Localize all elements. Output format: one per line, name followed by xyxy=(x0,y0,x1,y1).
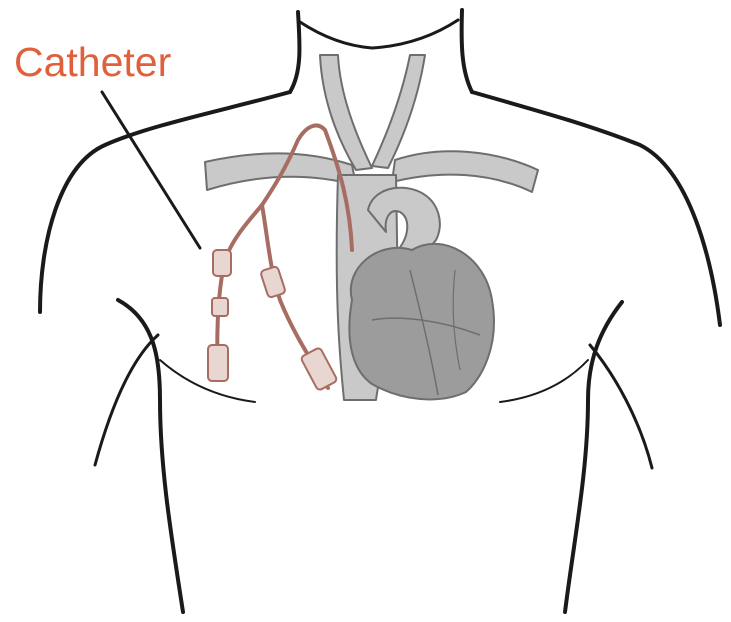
shoulder-left xyxy=(40,92,290,312)
left-jugular-vein xyxy=(320,55,372,170)
neck-left-edge xyxy=(290,12,300,92)
catheter-hub-left-end xyxy=(208,345,228,381)
label-leader-line xyxy=(102,92,200,248)
left-arm-line xyxy=(95,335,158,465)
right-subclavian-vein xyxy=(392,151,538,192)
right-arm-line xyxy=(590,345,652,468)
left-chest-line xyxy=(118,300,183,612)
right-jugular-vein xyxy=(372,55,425,168)
heart xyxy=(349,244,494,400)
catheter-hub-right-end xyxy=(300,347,337,391)
shoulder-right xyxy=(472,92,720,325)
right-pectoral-curve xyxy=(500,360,588,402)
catheter-label: Catheter xyxy=(14,38,171,86)
catheter-hub-left-clamp xyxy=(212,298,228,316)
heart-body xyxy=(349,244,494,400)
catheter-hub-left-upper xyxy=(213,250,231,276)
catheter-hub-right-upper xyxy=(260,266,286,298)
neck-base xyxy=(300,20,458,48)
neck-right-edge xyxy=(462,10,472,92)
